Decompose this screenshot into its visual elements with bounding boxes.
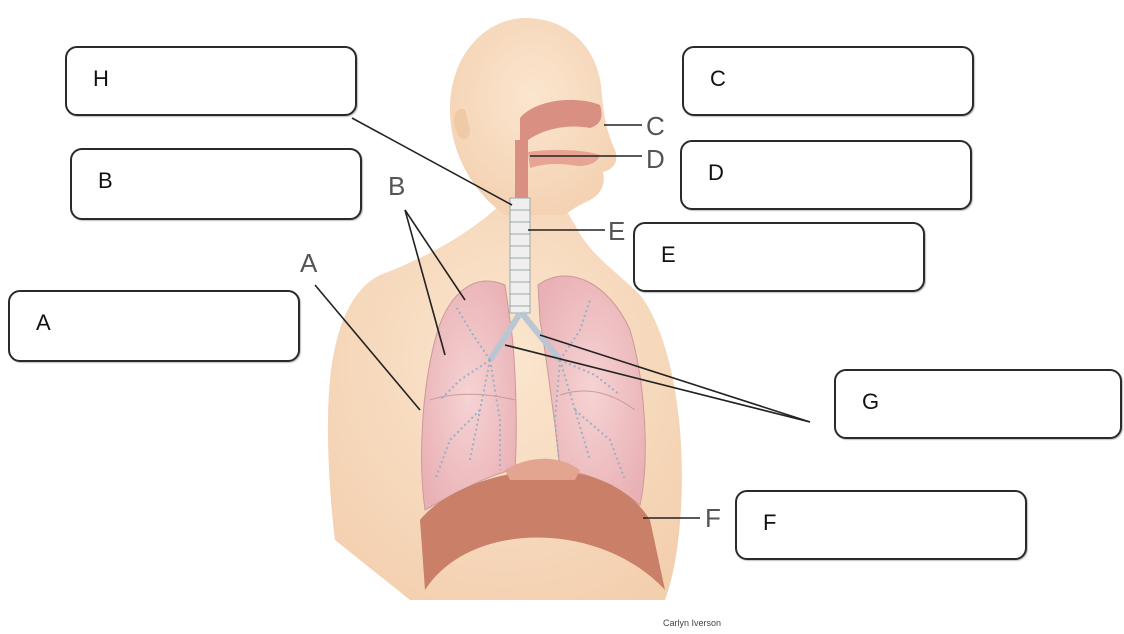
pharynx <box>515 140 528 200</box>
diagram-letter-D: D <box>646 144 665 174</box>
diagram-letter-E: E <box>608 216 625 246</box>
answer-box-G[interactable]: G <box>834 369 1122 439</box>
answer-box-B[interactable]: B <box>70 148 362 220</box>
diagram-letter-B: B <box>388 171 405 201</box>
answer-box-F[interactable]: F <box>735 490 1027 560</box>
trachea-tube <box>510 198 530 313</box>
diagram-letter-A: A <box>300 248 318 278</box>
answer-box-A[interactable]: A <box>8 290 300 362</box>
diagram-letter-F: F <box>705 503 721 533</box>
image-credit: Carlyn Iverson <box>663 618 721 628</box>
answer-box-H[interactable]: H <box>65 46 357 116</box>
trachea <box>510 198 530 313</box>
answer-box-E[interactable]: E <box>633 222 925 292</box>
answer-box-D[interactable]: D <box>680 140 972 210</box>
answer-box-C[interactable]: C <box>682 46 974 116</box>
diagram-letter-C: C <box>646 111 665 141</box>
